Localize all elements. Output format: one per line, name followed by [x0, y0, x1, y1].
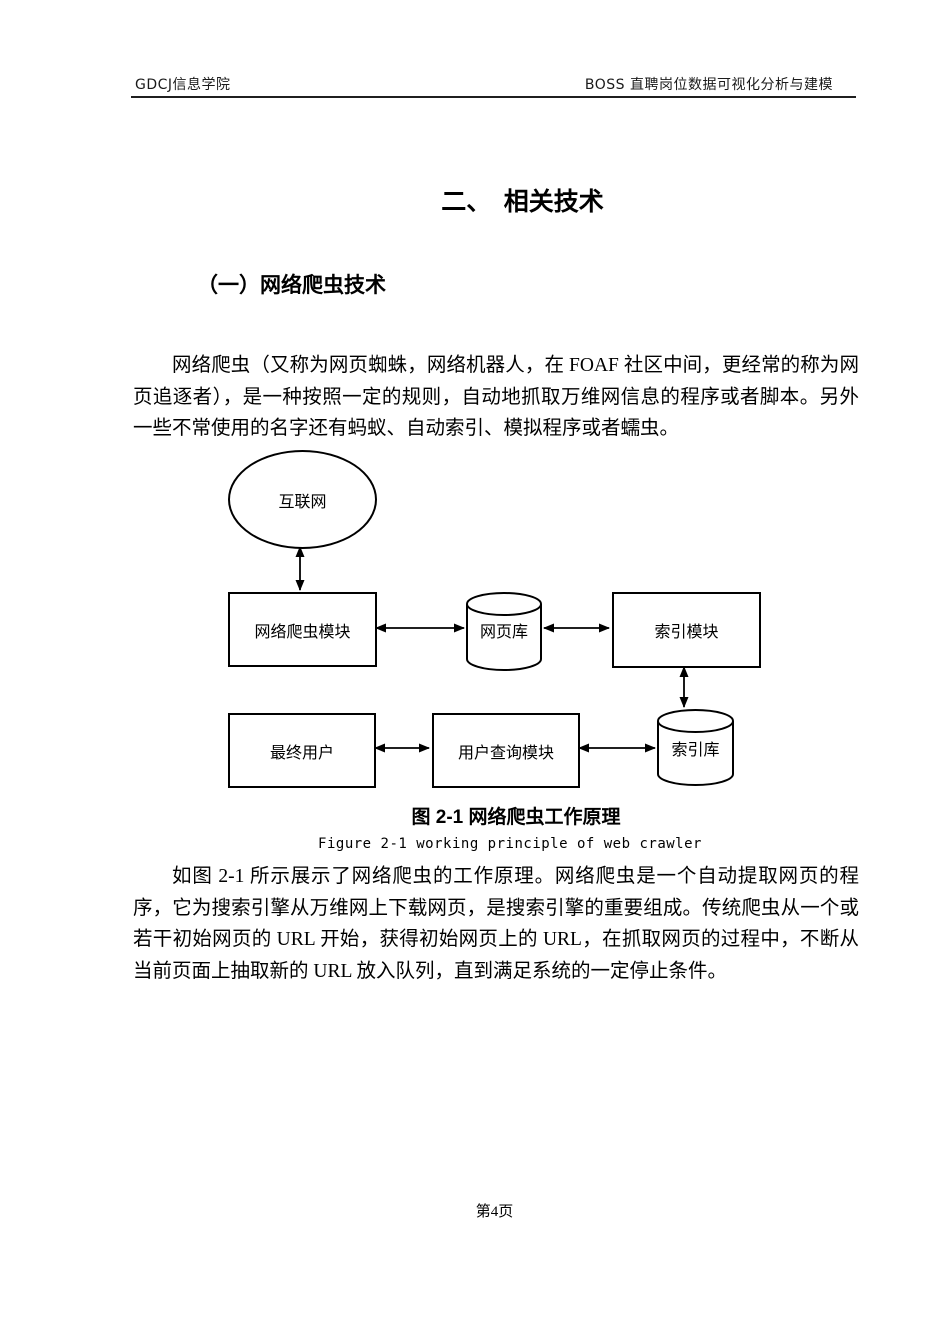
diagram-canvas	[295, 546, 734, 786]
node-crawler-module-label: 网络爬虫模块	[254, 623, 351, 641]
node-query-module-label: 用户查询模块	[457, 744, 554, 762]
section-heading: （一）网络爬虫技术	[197, 274, 386, 297]
paragraph-intro: 网络爬虫（又称为网页蜘蛛，网络机器人，在 FOAF 社区中间，更经常的称为网页追…	[133, 355, 859, 439]
figure-caption-en: Figure 2-1 working principle of web craw…	[318, 836, 702, 852]
node-internet-label: 互联网	[278, 493, 327, 511]
page-title: 二、 相关技术	[441, 188, 604, 216]
node-end-user-label: 最终用户	[269, 744, 334, 762]
node-index-module: 索引模块	[612, 592, 761, 668]
index-db-cylinder	[657, 709, 734, 786]
node-crawler-module: 网络爬虫模块	[228, 592, 377, 667]
figure-caption-zh: 图 2-1 网络爬虫工作原理	[411, 807, 621, 828]
node-query-module: 用户查询模块	[432, 713, 580, 788]
header-rule	[131, 96, 856, 98]
node-internet: 互联网	[228, 450, 377, 549]
webpage-db-cylinder	[466, 592, 542, 671]
page-number: 第4页	[475, 1204, 514, 1220]
node-index-db-label: 索引库	[671, 742, 720, 759]
header-left-text: GDCJ信息学院	[135, 77, 231, 93]
node-webpage-db-label: 网页库	[479, 624, 528, 641]
paragraph-explanation: 如图 2-1 所示展示了网络爬虫的工作原理。网络爬虫是一个自动提取网页的程序，它…	[133, 866, 859, 982]
header-right-text: BOSS 直聘岗位数据可视化分析与建模	[584, 77, 833, 93]
web-crawler-diagram: 互联网 网络爬虫模块 索引模块 最终用户 用户查询模块 网页库 索引库	[0, 445, 950, 801]
node-end-user: 最终用户	[228, 713, 376, 788]
node-index-module-label: 索引模块	[654, 624, 719, 641]
